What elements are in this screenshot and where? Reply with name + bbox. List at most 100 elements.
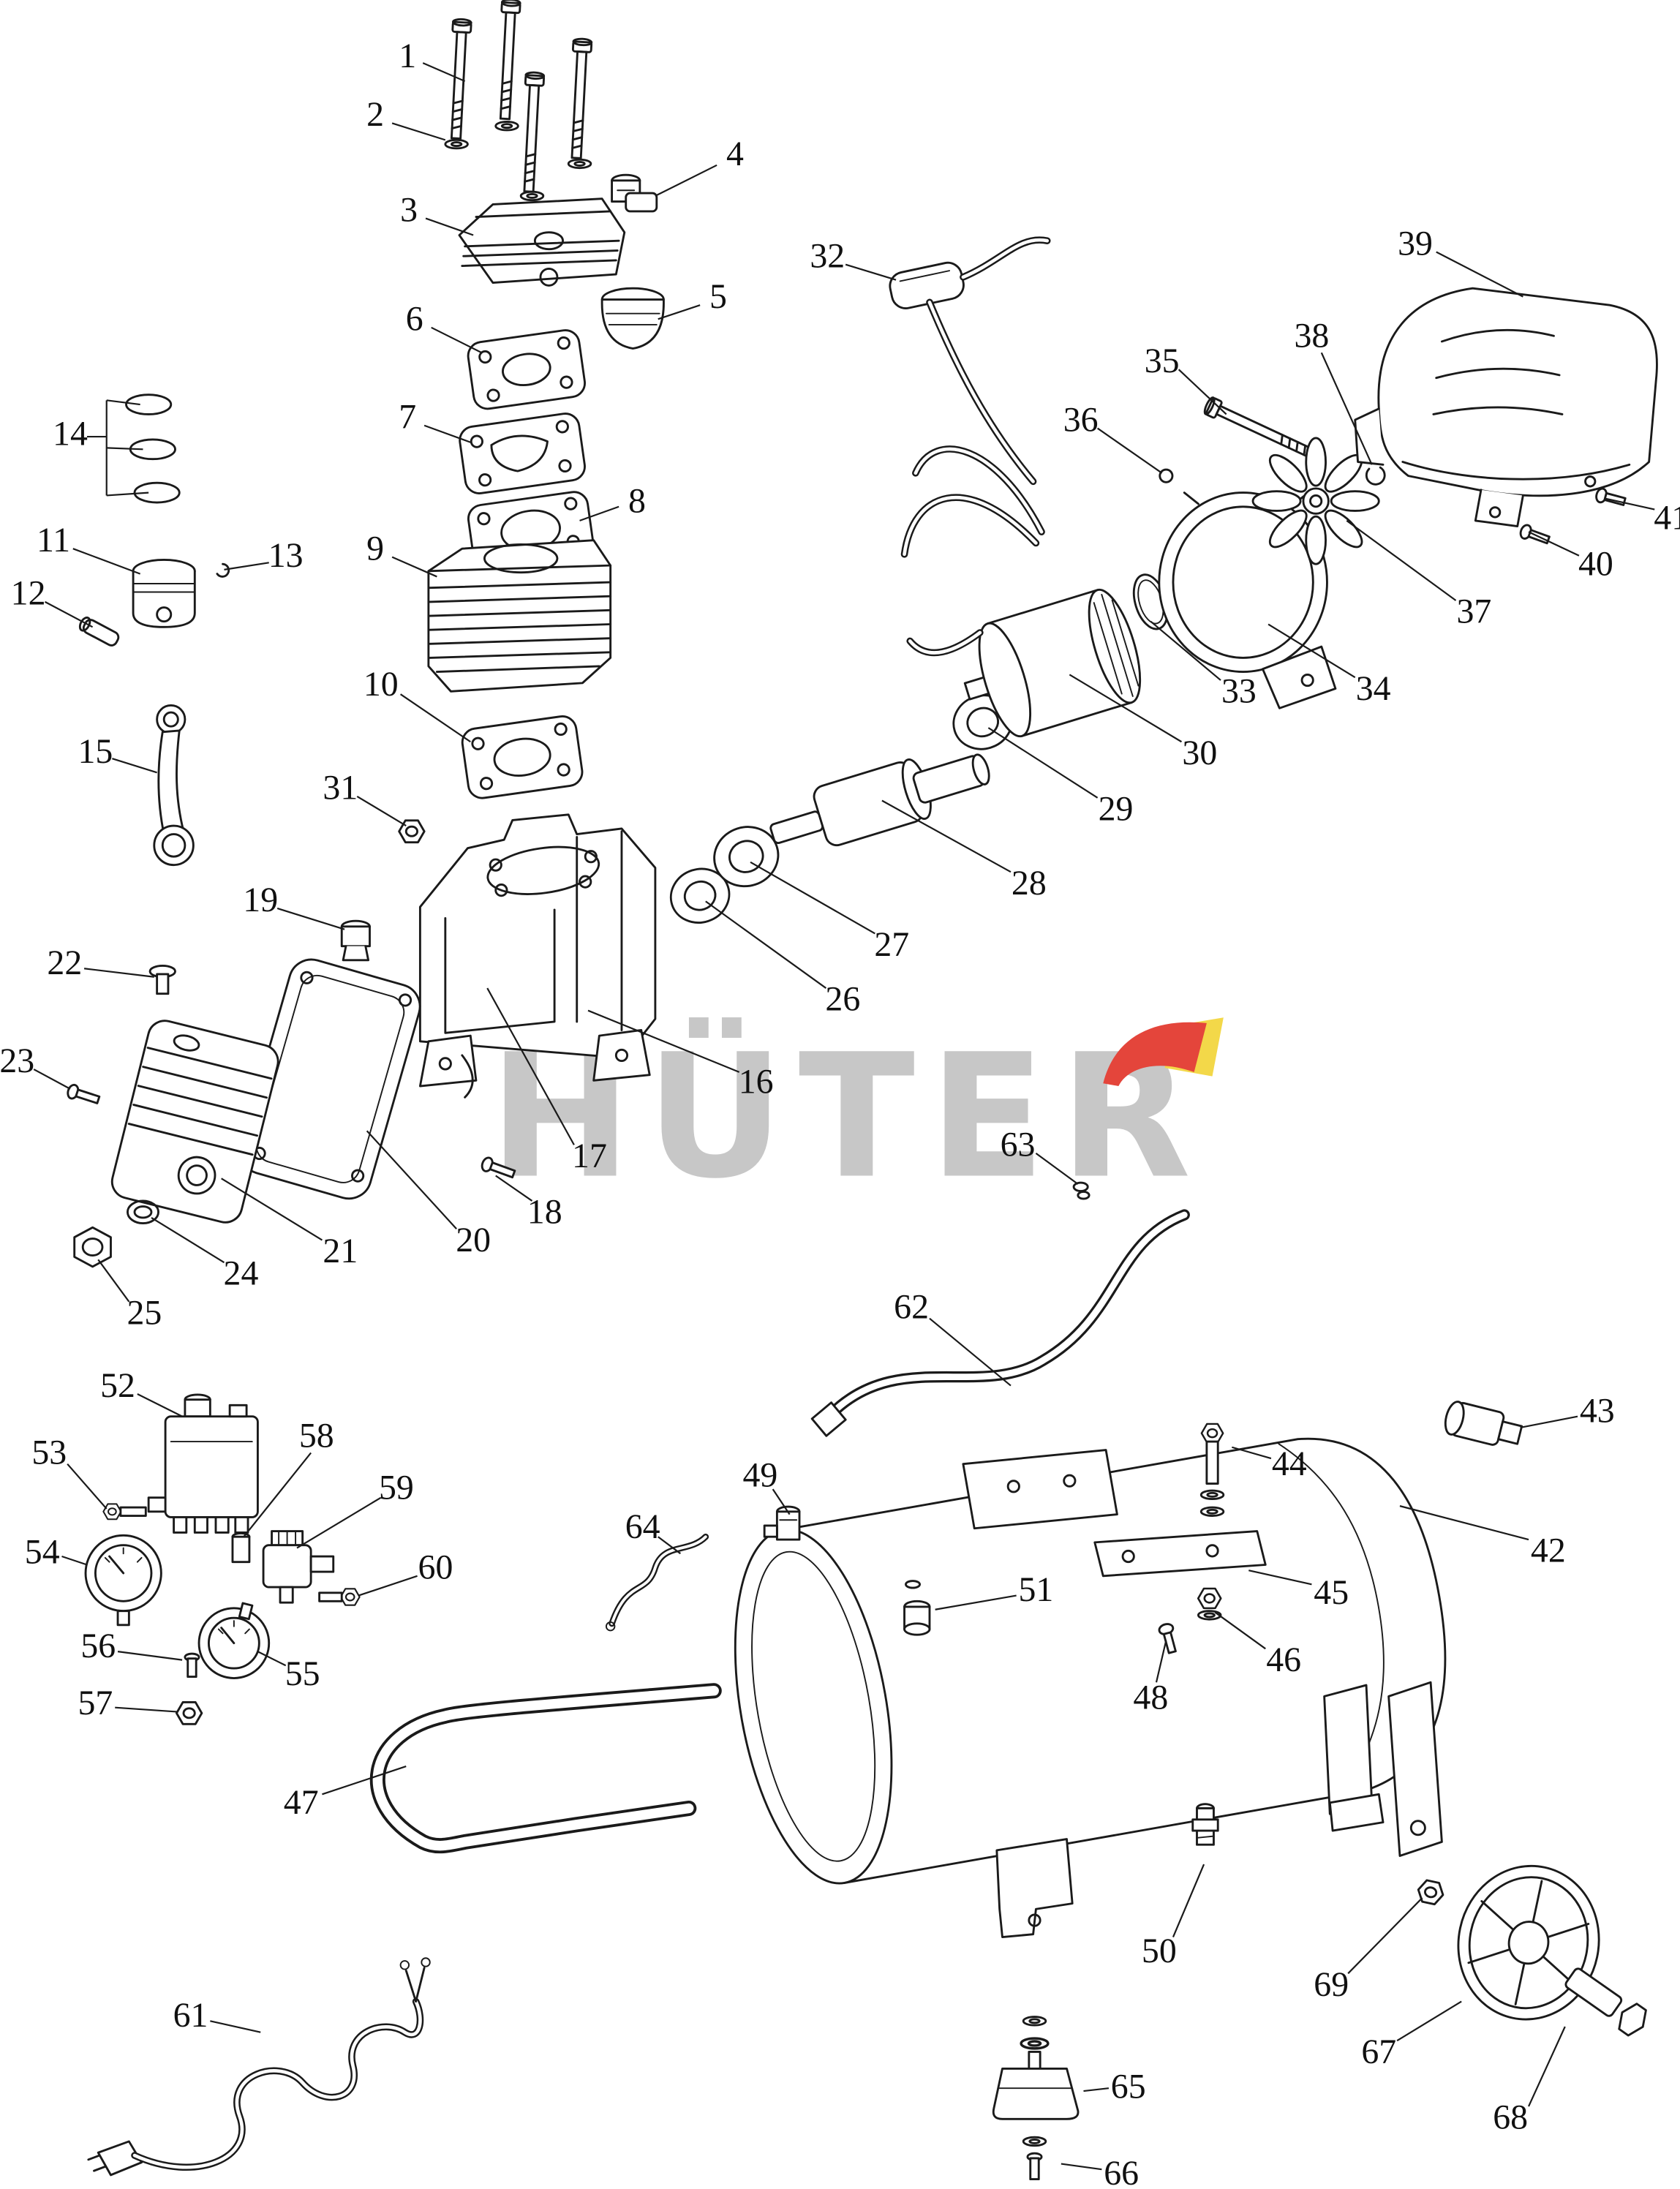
callout-leader-35 [1178, 369, 1227, 415]
part-crankcase-cover [110, 1020, 279, 1224]
part-cylinder [427, 539, 612, 693]
part-sight-plug [73, 1226, 112, 1268]
callout-label-5: 5 [709, 277, 727, 316]
part-screw-18 [481, 1156, 516, 1179]
callout-leader-66 [1061, 2163, 1102, 2171]
part-wheel-bracket [1387, 1681, 1443, 1857]
callout-label-33: 33 [1221, 672, 1257, 711]
part-tank [734, 1437, 1447, 1885]
callout-label-2: 2 [366, 95, 384, 134]
callout-leader-36 [1096, 427, 1163, 474]
callout-label-16: 16 [739, 1063, 774, 1101]
part-screw-56 [184, 1652, 200, 1679]
callout-label-30: 30 [1182, 734, 1217, 772]
callout-label-4: 4 [726, 135, 744, 173]
callout-leader-18 [495, 1175, 533, 1202]
part-drain-tube [605, 1533, 709, 1632]
callout-label-28: 28 [1012, 864, 1047, 903]
part-fan [1251, 437, 1380, 565]
callout-leader-24 [151, 1216, 225, 1264]
callout-label-68: 68 [1493, 2098, 1528, 2137]
callout-label-29: 29 [1099, 789, 1134, 828]
callout-label-12: 12 [11, 574, 46, 613]
callout-leader-45 [1248, 1570, 1312, 1586]
part-seal-ring [127, 1199, 159, 1224]
callout-leader-32 [845, 263, 897, 281]
callout-leader-40 [1528, 531, 1580, 557]
part-wheel [1457, 1864, 1600, 2021]
callout-leader-46 [1214, 1611, 1266, 1650]
callout-label-1: 1 [399, 37, 416, 75]
part-fitting-53 [102, 1503, 147, 1521]
callout-leader-10 [399, 693, 471, 743]
part-connector-58 [231, 1532, 251, 1564]
callout-label-21: 21 [323, 1232, 358, 1270]
callout-leader-9 [391, 556, 437, 578]
callout-label-62: 62 [894, 1288, 929, 1327]
callout-leader-64 [658, 1536, 682, 1555]
callout-label-41: 41 [1654, 498, 1680, 537]
part-fitting-60 [318, 1588, 361, 1606]
part-screw-23 [67, 1083, 101, 1104]
part-base-gasket [461, 715, 584, 799]
part-connecting-rod [153, 704, 195, 867]
callout-label-67: 67 [1361, 2032, 1396, 2071]
callout-leader-14 [106, 399, 140, 406]
callout-leader-5 [658, 304, 701, 320]
callout-leader-33 [1150, 620, 1221, 681]
callout-label-22: 22 [47, 943, 82, 982]
callout-label-39: 39 [1398, 224, 1433, 263]
callout-label-9: 9 [366, 529, 384, 568]
part-gauge-54 [84, 1534, 162, 1627]
callout-leader-52 [137, 1393, 183, 1417]
callout-leader-65 [1083, 2087, 1110, 2092]
callout-leader-56 [117, 1651, 183, 1661]
part-rear-leg [1323, 1684, 1385, 1832]
callout-label-60: 60 [418, 1548, 453, 1587]
callout-leader-12 [45, 600, 94, 628]
callout-leader-59 [296, 1496, 382, 1549]
part-front-leg-bracket [995, 1838, 1074, 1938]
callout-label-26: 26 [825, 980, 860, 1019]
part-motor-bolt [1202, 395, 1320, 464]
callout-leader-29 [987, 727, 1099, 799]
part-discharge-pipe [810, 1209, 1190, 1437]
callout-leader-41 [1604, 497, 1655, 510]
callout-leader-30 [1069, 674, 1183, 743]
callout-label-57: 57 [78, 1684, 113, 1722]
callout-leader-20 [366, 1130, 457, 1229]
callout-label-43: 43 [1580, 1391, 1615, 1430]
callout-leader-48 [1155, 1640, 1167, 1683]
callout-leader-14 [106, 491, 149, 497]
part-valve-plate [459, 412, 586, 494]
callout-label-27: 27 [874, 925, 909, 964]
part-retaining-clip [1365, 466, 1386, 486]
callout-label-52: 52 [100, 1366, 135, 1405]
callout-leader-42 [1399, 1505, 1529, 1541]
callout-leader-69 [1347, 1897, 1423, 1975]
callout-leader-60 [358, 1575, 418, 1597]
motor-wires [900, 236, 1051, 657]
callout-leader-4 [655, 164, 717, 197]
part-pipe-fitting-63 [1072, 1181, 1091, 1200]
part-safety-valve [763, 1505, 801, 1541]
callout-label-38: 38 [1294, 317, 1329, 355]
callout-label-36: 36 [1063, 400, 1099, 439]
watermark-flag-red-icon [1103, 1022, 1207, 1087]
part-bearing-26 [669, 867, 731, 924]
callout-label-54: 54 [25, 1533, 60, 1572]
part-pressure-switch [147, 1393, 259, 1534]
part-regulator [262, 1530, 335, 1604]
callout-label-15: 15 [78, 732, 113, 771]
callout-label-53: 53 [31, 1433, 67, 1472]
callout-label-40: 40 [1578, 545, 1613, 584]
part-screw-48 [1158, 1623, 1177, 1654]
part-screw-41 [1595, 487, 1627, 506]
callout-leader-6 [431, 326, 483, 354]
part-oil-plug [148, 965, 176, 995]
callout-label-63: 63 [1001, 1126, 1036, 1164]
callout-label-49: 49 [743, 1455, 778, 1494]
part-nut-57 [175, 1700, 203, 1725]
